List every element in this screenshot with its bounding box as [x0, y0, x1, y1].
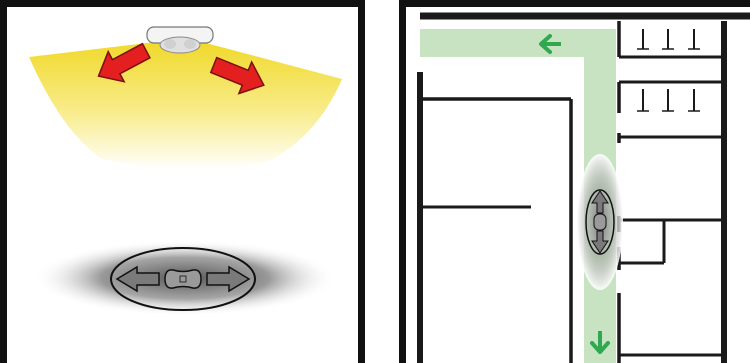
motion-arrow-left-icon	[97, 42, 151, 83]
sensor-bidirectional-icon	[585, 189, 615, 255]
floor-plan-panel	[399, 0, 750, 363]
floor-plan-walls	[417, 12, 750, 363]
sensor-bidirectional-icon	[110, 247, 256, 311]
detection-beam	[29, 42, 342, 170]
floor-plan-illustration	[417, 12, 750, 363]
exit-arrow-left-icon	[539, 34, 561, 54]
motion-arrow-right-icon	[209, 56, 265, 95]
ceiling-sensor-icon	[146, 26, 214, 54]
exit-arrow-down-icon	[590, 331, 610, 354]
sensor-side-view-illustration	[29, 26, 342, 316]
sensor-side-view-panel	[0, 0, 365, 363]
